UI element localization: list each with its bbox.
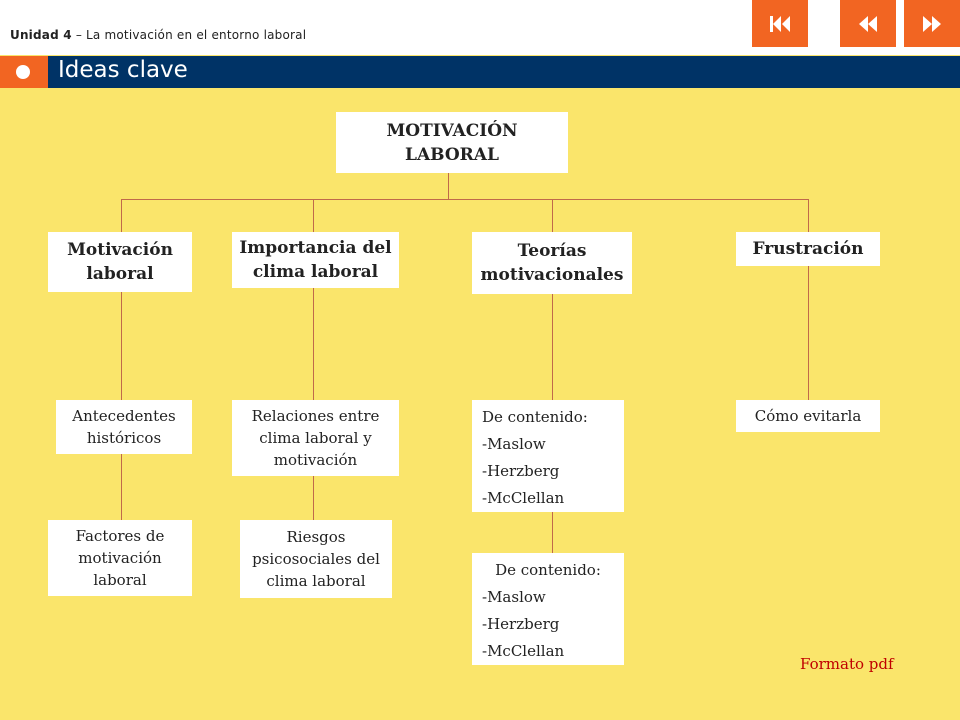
top-bar: Unidad 4 – La motivación en el entorno l… — [0, 0, 960, 55]
branch-1-line-2: laboral — [86, 264, 154, 284]
connector-root-down — [448, 173, 449, 199]
b3c2-title: De contenido: — [495, 561, 601, 579]
b3c2-item-2: -Herzberg — [482, 615, 560, 633]
b2c2-line-2: psicosociales del — [252, 550, 380, 568]
branch-4-line-1: Frustración — [752, 239, 864, 259]
b3c2-item-1: -Maslow — [482, 588, 546, 606]
b3c1-item-1: -Maslow — [482, 435, 546, 453]
node-como-evitarla: Cómo evitarla — [736, 400, 880, 432]
b3c1-item-2: -Herzberg — [482, 462, 560, 480]
branch-frustracion: Frustración — [736, 232, 880, 266]
b1c1-line-1: Antecedentes — [72, 407, 176, 425]
skip-to-start-icon — [770, 15, 790, 32]
branch-1-line-1: Motivación — [67, 240, 173, 260]
bullet-icon — [16, 65, 30, 79]
connector-branch-2 — [313, 199, 314, 232]
unit-title: La motivación en el entorno laboral — [86, 28, 307, 42]
root-node: MOTIVACIÓN LABORAL — [336, 112, 568, 173]
node-teorias-contenido-2: De contenido: -Maslow -Herzberg -McClell… — [472, 553, 624, 665]
connector-branch-4 — [808, 199, 809, 232]
b4c1-line-1: Cómo evitarla — [754, 407, 862, 425]
b2c1-line-3: motivación — [273, 451, 358, 469]
next-page-button[interactable] — [904, 0, 960, 47]
section-title-bar: Ideas clave — [0, 56, 960, 88]
b1c2-line-1: Factores de — [75, 527, 165, 545]
b3c1-item-3: -McClellan — [482, 489, 565, 507]
branch-3-line-2: motivacionales — [480, 265, 624, 285]
branch-importancia-clima: Importancia del clima laboral — [232, 232, 399, 288]
connector-horizontal — [121, 199, 809, 200]
pdf-format-link[interactable]: Formato pdf — [800, 655, 894, 673]
b3c2-item-3: -McClellan — [482, 642, 565, 660]
node-riesgos-psicosociales: Riesgos psicosociales del clima laboral — [240, 520, 392, 598]
b2c1-line-2: clima laboral y — [259, 429, 372, 447]
section-title: Ideas clave — [58, 57, 188, 83]
fast-forward-icon — [923, 15, 941, 32]
b3c1-title: De contenido: — [482, 408, 588, 426]
unit-breadcrumb: Unidad 4 – La motivación en el entorno l… — [10, 28, 306, 42]
branch-motivacion-laboral: Motivación laboral — [48, 232, 192, 292]
unit-separator: – — [71, 28, 87, 42]
root-line-2: LABORAL — [405, 144, 499, 165]
unit-label: Unidad 4 — [10, 28, 72, 42]
node-teorias-contenido-1: De contenido: -Maslow -Herzberg -McClell… — [472, 400, 624, 512]
connector-branch-1 — [121, 199, 122, 232]
node-relaciones-clima: Relaciones entre clima laboral y motivació… — [232, 400, 399, 476]
first-page-button[interactable] — [752, 0, 808, 47]
title-bullet-box — [0, 56, 48, 88]
branch-2-line-1: Importancia del — [239, 238, 392, 258]
rewind-icon — [859, 15, 877, 32]
previous-page-button[interactable] — [840, 0, 896, 47]
connector-branch-3 — [552, 199, 553, 232]
b1c2-line-2: motivación — [78, 549, 162, 567]
node-factores-motivacion: Factores de motivación laboral — [48, 520, 192, 596]
node-antecedentes-historicos: Antecedentes históricos — [56, 400, 192, 454]
root-line-1: MOTIVACIÓN — [386, 120, 518, 141]
branch-3-line-1: Teorías — [517, 241, 587, 261]
b1c2-line-3: laboral — [93, 571, 147, 589]
branch-2-line-2: clima laboral — [252, 262, 379, 282]
b2c2-line-3: clima laboral — [266, 572, 366, 590]
connector-b4-child — [808, 266, 809, 400]
b2c1-line-1: Relaciones entre — [251, 407, 380, 425]
branch-teorias-motivacionales: Teorías motivacionales — [472, 232, 632, 294]
b2c2-line-1: Riesgos — [286, 528, 346, 546]
b1c1-line-2: históricos — [86, 429, 162, 447]
